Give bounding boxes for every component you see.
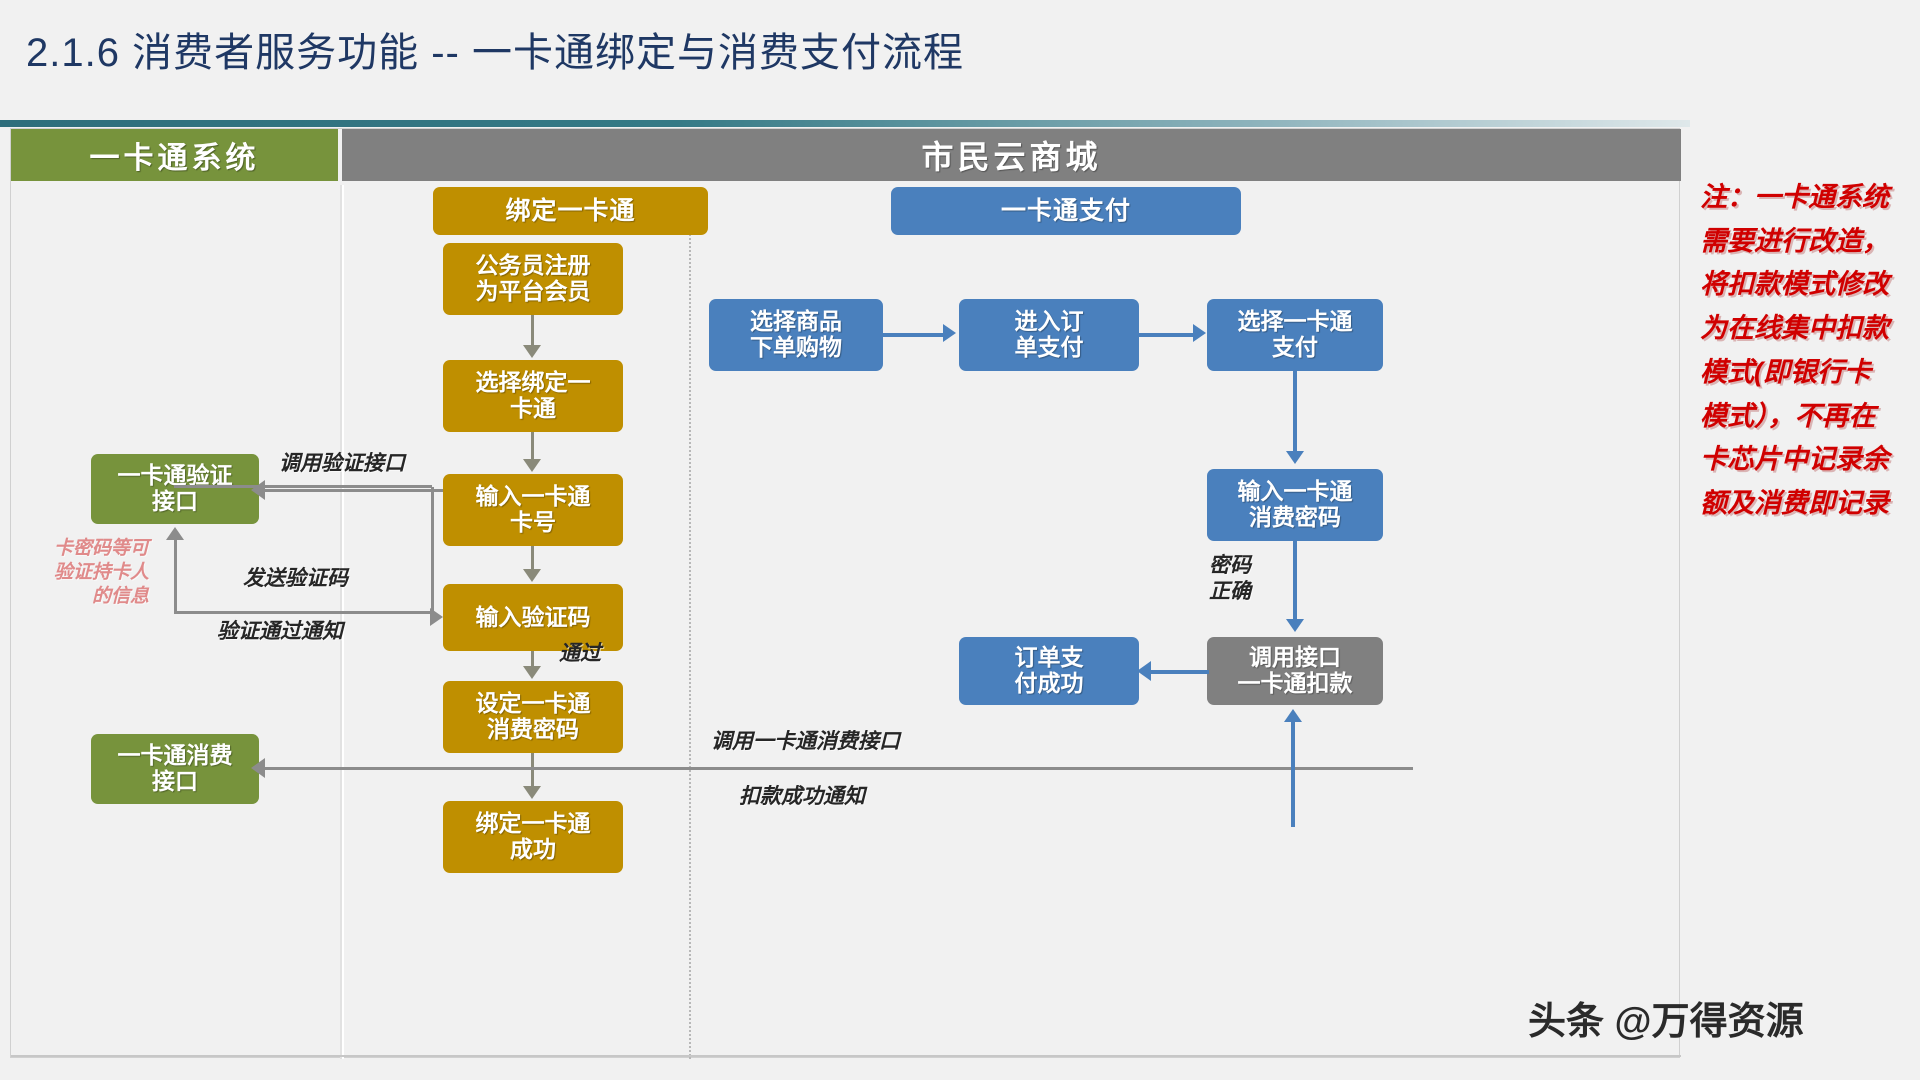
- arrow-register-to-choose: [523, 345, 541, 358]
- lane-divider-shadow: [340, 185, 342, 1059]
- edge-label-pass: 通过: [559, 642, 601, 665]
- sub-lane-divider-dotted: [689, 187, 691, 1059]
- conn-deduct-notice-riser: [1291, 721, 1295, 827]
- conn-goods-to-order: [883, 333, 945, 337]
- arrow-call-verify-api: [251, 480, 265, 500]
- edge-label-card-info-note: 卡密码等可 验证持卡人 的信息: [53, 538, 149, 607]
- conn-cardnum-to-code: [531, 546, 534, 570]
- flowchart-frame: 一卡通系统 市民云商城 绑定一卡通 公务员注册 为平台会员 选择绑定一 卡通 输…: [10, 128, 1681, 1059]
- arrow-pwd-to-deduct: [1286, 619, 1304, 632]
- conn-selectcard-to-pwd: [1293, 371, 1297, 453]
- arrow-code-to-setpwd: [523, 666, 541, 679]
- node-register-member[interactable]: 公务员注册 为平台会员: [443, 243, 623, 315]
- node-call-api-deduct[interactable]: 调用接口 一卡通扣款: [1207, 637, 1383, 705]
- node-card-verify-interface[interactable]: 一卡通验证 接口: [91, 454, 259, 524]
- node-bind-card-header[interactable]: 绑定一卡通: [433, 187, 708, 235]
- lane-header-card-system: 一卡通系统: [11, 129, 338, 181]
- edge-label-call-consume-api: 调用一卡通消费接口: [711, 730, 900, 753]
- arrow-selectcard-to-pwd: [1286, 451, 1304, 464]
- note-card-system-modification: 注：一卡通系统需要进行改造，将扣款模式修改为在线集中扣款模式(即银行卡模式），不…: [1700, 182, 1889, 519]
- edge-label-verify-pass-notice: 验证通过通知: [217, 620, 343, 643]
- node-card-pay-header[interactable]: 一卡通支付: [891, 187, 1241, 235]
- arrow-goods-to-order: [943, 324, 956, 342]
- conn-call-verify-api: [263, 489, 443, 492]
- node-set-pay-password[interactable]: 设定一卡通 消费密码: [443, 681, 623, 753]
- node-input-card-number[interactable]: 输入一卡通 卡号: [443, 474, 623, 546]
- node-input-pay-password[interactable]: 输入一卡通 消费密码: [1207, 469, 1383, 541]
- conn-code-to-setpwd: [531, 651, 534, 667]
- conn-send-code-top: [174, 485, 432, 488]
- conn-call-consume-api: [263, 767, 1413, 770]
- node-bind-success[interactable]: 绑定一卡通 成功: [443, 801, 623, 873]
- arrow-send-code-to-input: [430, 608, 443, 626]
- frame-bottom-rule: [11, 1055, 1681, 1057]
- conn-deduct-notice-base: [1291, 823, 1293, 827]
- node-input-verify-code[interactable]: 输入验证码: [443, 584, 623, 651]
- conn-send-code-riser: [431, 487, 434, 613]
- arrow-order-to-selectcard: [1193, 324, 1206, 342]
- node-enter-order-payment[interactable]: 进入订 单支付: [959, 299, 1139, 371]
- title-divider-rule: [0, 120, 1690, 127]
- node-order-pay-success[interactable]: 订单支 付成功: [959, 637, 1139, 705]
- page-title: 2.1.6 消费者服务功能 -- 一卡通绑定与消费支付流程: [26, 31, 964, 75]
- edge-label-deduct-success-notice: 扣款成功通知: [739, 785, 865, 808]
- lane-header-citizen-cloud-mall: 市民云商城: [342, 129, 1681, 181]
- edge-label-send-code: 发送验证码: [243, 567, 348, 590]
- arrow-cardnum-to-code: [523, 569, 541, 582]
- lane-divider-vertical: [342, 185, 344, 1059]
- conn-choose-to-cardnum: [531, 432, 534, 460]
- arrow-verify-up: [166, 527, 184, 540]
- conn-register-to-choose: [531, 315, 534, 347]
- node-choose-bind-card[interactable]: 选择绑定一 卡通: [443, 360, 623, 432]
- edge-label-call-verify-api: 调用验证接口: [279, 452, 405, 475]
- node-select-goods-order[interactable]: 选择商品 下单购物: [709, 299, 883, 371]
- arrow-call-consume-api: [251, 758, 265, 778]
- conn-verify-up-stub: [174, 539, 177, 613]
- arrow-deduct-to-success: [1137, 661, 1151, 681]
- conn-send-code-horizontal: [174, 611, 432, 614]
- node-select-card-pay[interactable]: 选择一卡通 支付: [1207, 299, 1383, 371]
- arrow-deduct-notice-up: [1284, 709, 1302, 722]
- node-card-consume-interface[interactable]: 一卡通消费 接口: [91, 734, 259, 804]
- conn-deduct-to-success: [1151, 670, 1209, 674]
- conn-setpwd-to-success: [531, 753, 534, 787]
- watermark: 头条 @万得资源: [1528, 1001, 1804, 1043]
- conn-pwd-to-deduct: [1293, 541, 1297, 621]
- arrow-choose-to-cardnum: [523, 459, 541, 472]
- conn-order-to-selectcard: [1139, 333, 1195, 337]
- arrow-setpwd-to-success: [523, 786, 541, 799]
- edge-label-password-correct: 密码 正确: [1209, 554, 1251, 604]
